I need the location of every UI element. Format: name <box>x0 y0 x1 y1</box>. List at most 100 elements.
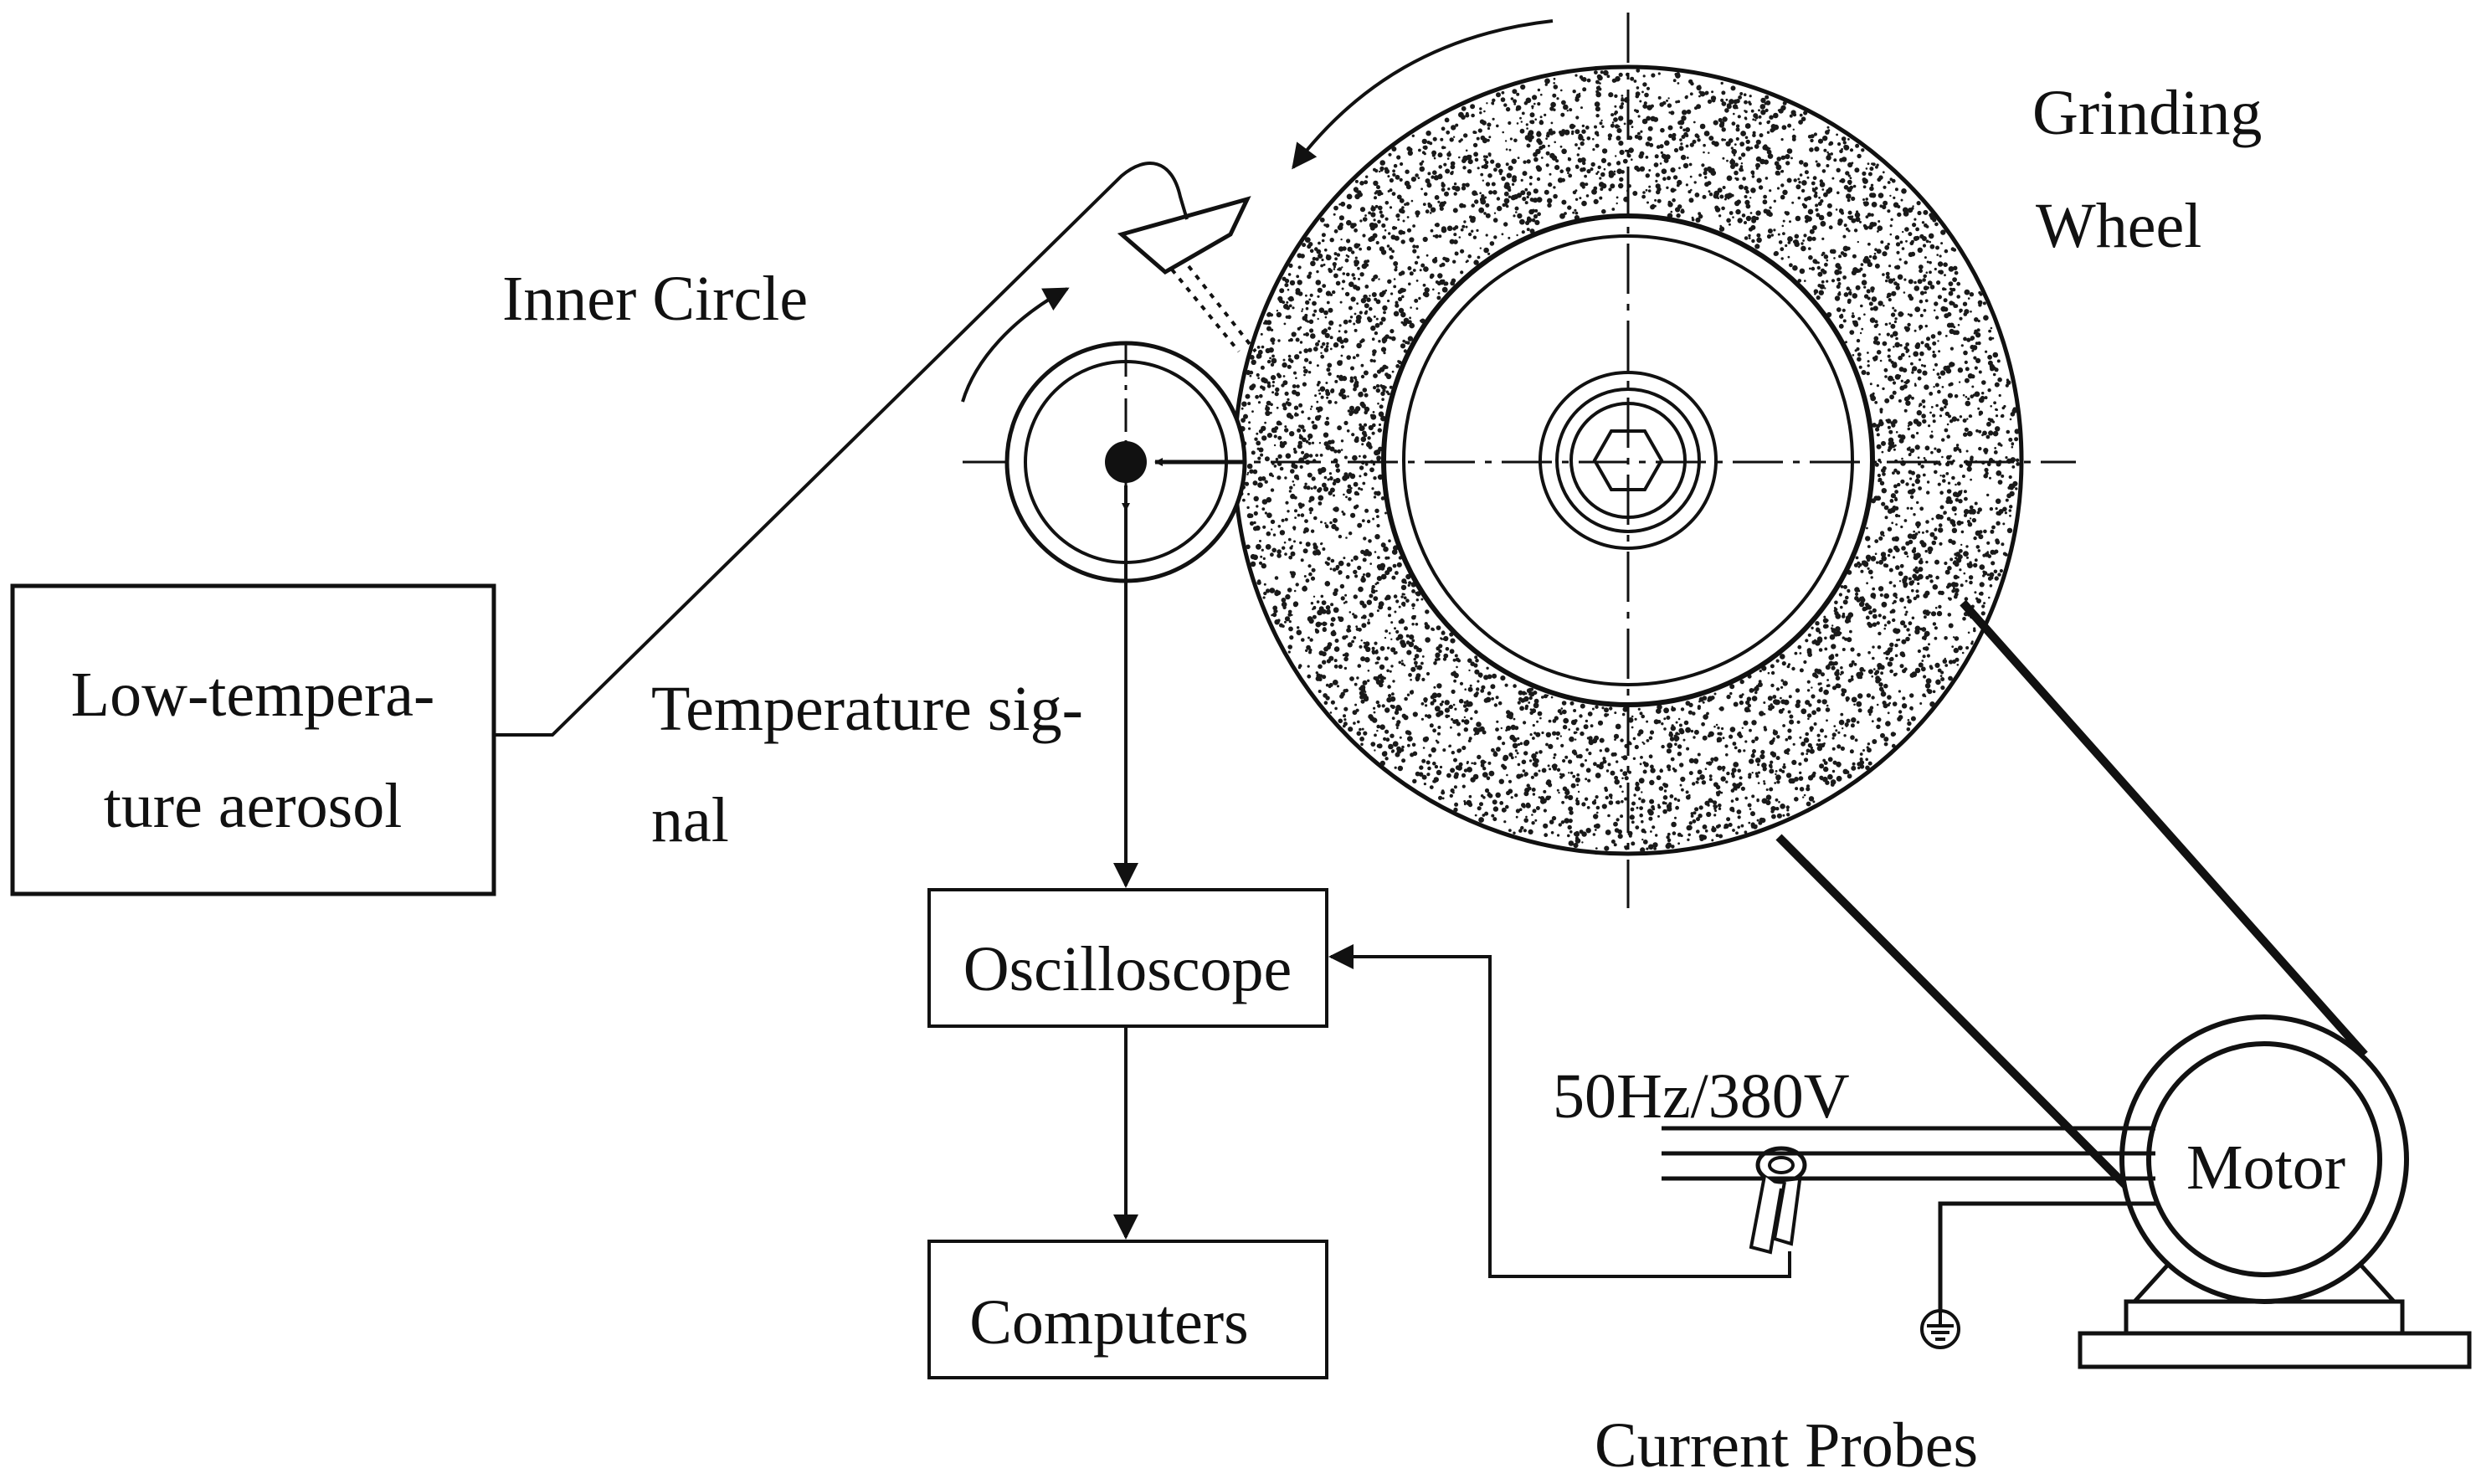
abrasive-grain <box>1900 379 1903 383</box>
abrasive-grain <box>1887 661 1893 667</box>
abrasive-grain <box>1533 772 1539 777</box>
abrasive-grain <box>1284 283 1289 288</box>
abrasive-grain <box>1944 402 1949 406</box>
abrasive-grain <box>1412 751 1418 757</box>
abrasive-grain <box>1407 736 1413 742</box>
abrasive-grain <box>1937 389 1941 394</box>
abrasive-grain <box>1929 270 1932 275</box>
abrasive-grain <box>1887 695 1892 700</box>
abrasive-grain <box>1349 676 1354 681</box>
abrasive-grain <box>1604 707 1609 713</box>
abrasive-grain <box>1282 276 1287 281</box>
abrasive-grain <box>1892 556 1896 559</box>
abrasive-grain <box>1787 728 1792 733</box>
abrasive-grain <box>1394 627 1396 630</box>
abrasive-grain <box>1670 110 1675 116</box>
abrasive-grain <box>1903 291 1906 294</box>
abrasive-grain <box>1682 162 1689 169</box>
abrasive-grain <box>1821 672 1825 677</box>
abrasive-grain <box>1526 228 1530 232</box>
abrasive-grain <box>1918 662 1924 667</box>
abrasive-grain <box>1446 773 1451 778</box>
abrasive-grain <box>1337 268 1339 271</box>
abrasive-grain <box>1680 142 1683 146</box>
abrasive-grain <box>1375 299 1381 305</box>
abrasive-grain <box>1289 280 1296 286</box>
abrasive-grain <box>1948 623 1954 629</box>
abrasive-grain <box>1971 385 1975 388</box>
abrasive-grain <box>1348 727 1354 732</box>
abrasive-grain <box>1770 670 1775 675</box>
abrasive-grain <box>1634 785 1641 792</box>
abrasive-grain <box>1883 200 1888 206</box>
abrasive-grain <box>1441 789 1445 793</box>
abrasive-grain <box>1572 90 1576 94</box>
abrasive-grain <box>1523 100 1528 105</box>
abrasive-grain <box>1925 560 1929 564</box>
abrasive-grain <box>1458 156 1461 159</box>
abrasive-grain <box>1393 278 1396 280</box>
abrasive-grain <box>1729 99 1734 105</box>
abrasive-grain <box>1409 271 1414 276</box>
abrasive-grain <box>1584 797 1589 801</box>
abrasive-grain <box>1806 787 1811 792</box>
abrasive-grain <box>1318 677 1323 681</box>
abrasive-grain <box>1949 557 1954 562</box>
abrasive-grain <box>1250 561 1256 567</box>
abrasive-grain <box>1835 653 1839 657</box>
abrasive-grain <box>1908 634 1911 637</box>
abrasive-grain <box>1371 337 1375 341</box>
abrasive-grain <box>1645 188 1648 192</box>
abrasive-grain <box>1425 209 1430 214</box>
abrasive-grain <box>1574 836 1580 840</box>
abrasive-grain <box>1869 383 1872 386</box>
abrasive-grain <box>1734 797 1739 801</box>
abrasive-grain <box>2008 509 2012 512</box>
abrasive-grain <box>1450 726 1452 729</box>
abrasive-grain <box>1856 347 1860 352</box>
abrasive-grain <box>1376 729 1379 732</box>
abrasive-grain <box>1560 112 1565 117</box>
abrasive-grain <box>1686 824 1692 831</box>
abrasive-grain <box>1500 727 1503 730</box>
abrasive-grain <box>1335 280 1341 286</box>
abrasive-grain <box>1485 182 1491 187</box>
abrasive-grain <box>1871 696 1875 700</box>
abrasive-grain <box>1739 776 1743 780</box>
abrasive-grain <box>1847 187 1852 193</box>
abrasive-grain <box>1954 588 1960 593</box>
abrasive-grain <box>1424 287 1430 293</box>
abrasive-grain <box>1357 664 1362 668</box>
abrasive-grain <box>1770 234 1774 237</box>
abrasive-grain <box>1884 398 1890 403</box>
abrasive-grain <box>1733 762 1739 768</box>
abrasive-grain <box>1966 466 1972 472</box>
abrasive-grain <box>1650 768 1656 773</box>
abrasive-grain <box>1663 717 1667 721</box>
abrasive-grain <box>1414 614 1416 618</box>
abrasive-grain <box>1316 364 1319 367</box>
abrasive-grain <box>1467 701 1473 707</box>
abrasive-grain <box>1867 567 1870 570</box>
abrasive-grain <box>1488 190 1493 195</box>
abrasive-grain <box>1243 413 1248 419</box>
abrasive-grain <box>1706 811 1712 818</box>
abrasive-grain <box>1465 707 1469 711</box>
abrasive-grain <box>1932 341 1937 346</box>
abrasive-grain <box>1889 581 1893 584</box>
abrasive-grain <box>1752 749 1756 753</box>
abrasive-grain <box>1347 255 1350 258</box>
abrasive-grain <box>1266 512 1272 518</box>
abrasive-grain <box>1912 205 1914 208</box>
abrasive-grain <box>1948 290 1954 296</box>
abrasive-grain <box>1882 387 1885 391</box>
abrasive-grain <box>1613 79 1617 83</box>
abrasive-grain <box>1631 715 1634 718</box>
abrasive-grain <box>1292 384 1297 388</box>
abrasive-grain <box>1673 797 1677 801</box>
abrasive-grain <box>1425 254 1429 257</box>
abrasive-grain <box>1436 683 1442 689</box>
abrasive-grain <box>1289 485 1293 490</box>
abrasive-grain <box>1869 167 1874 172</box>
abrasive-grain <box>1982 301 1986 306</box>
